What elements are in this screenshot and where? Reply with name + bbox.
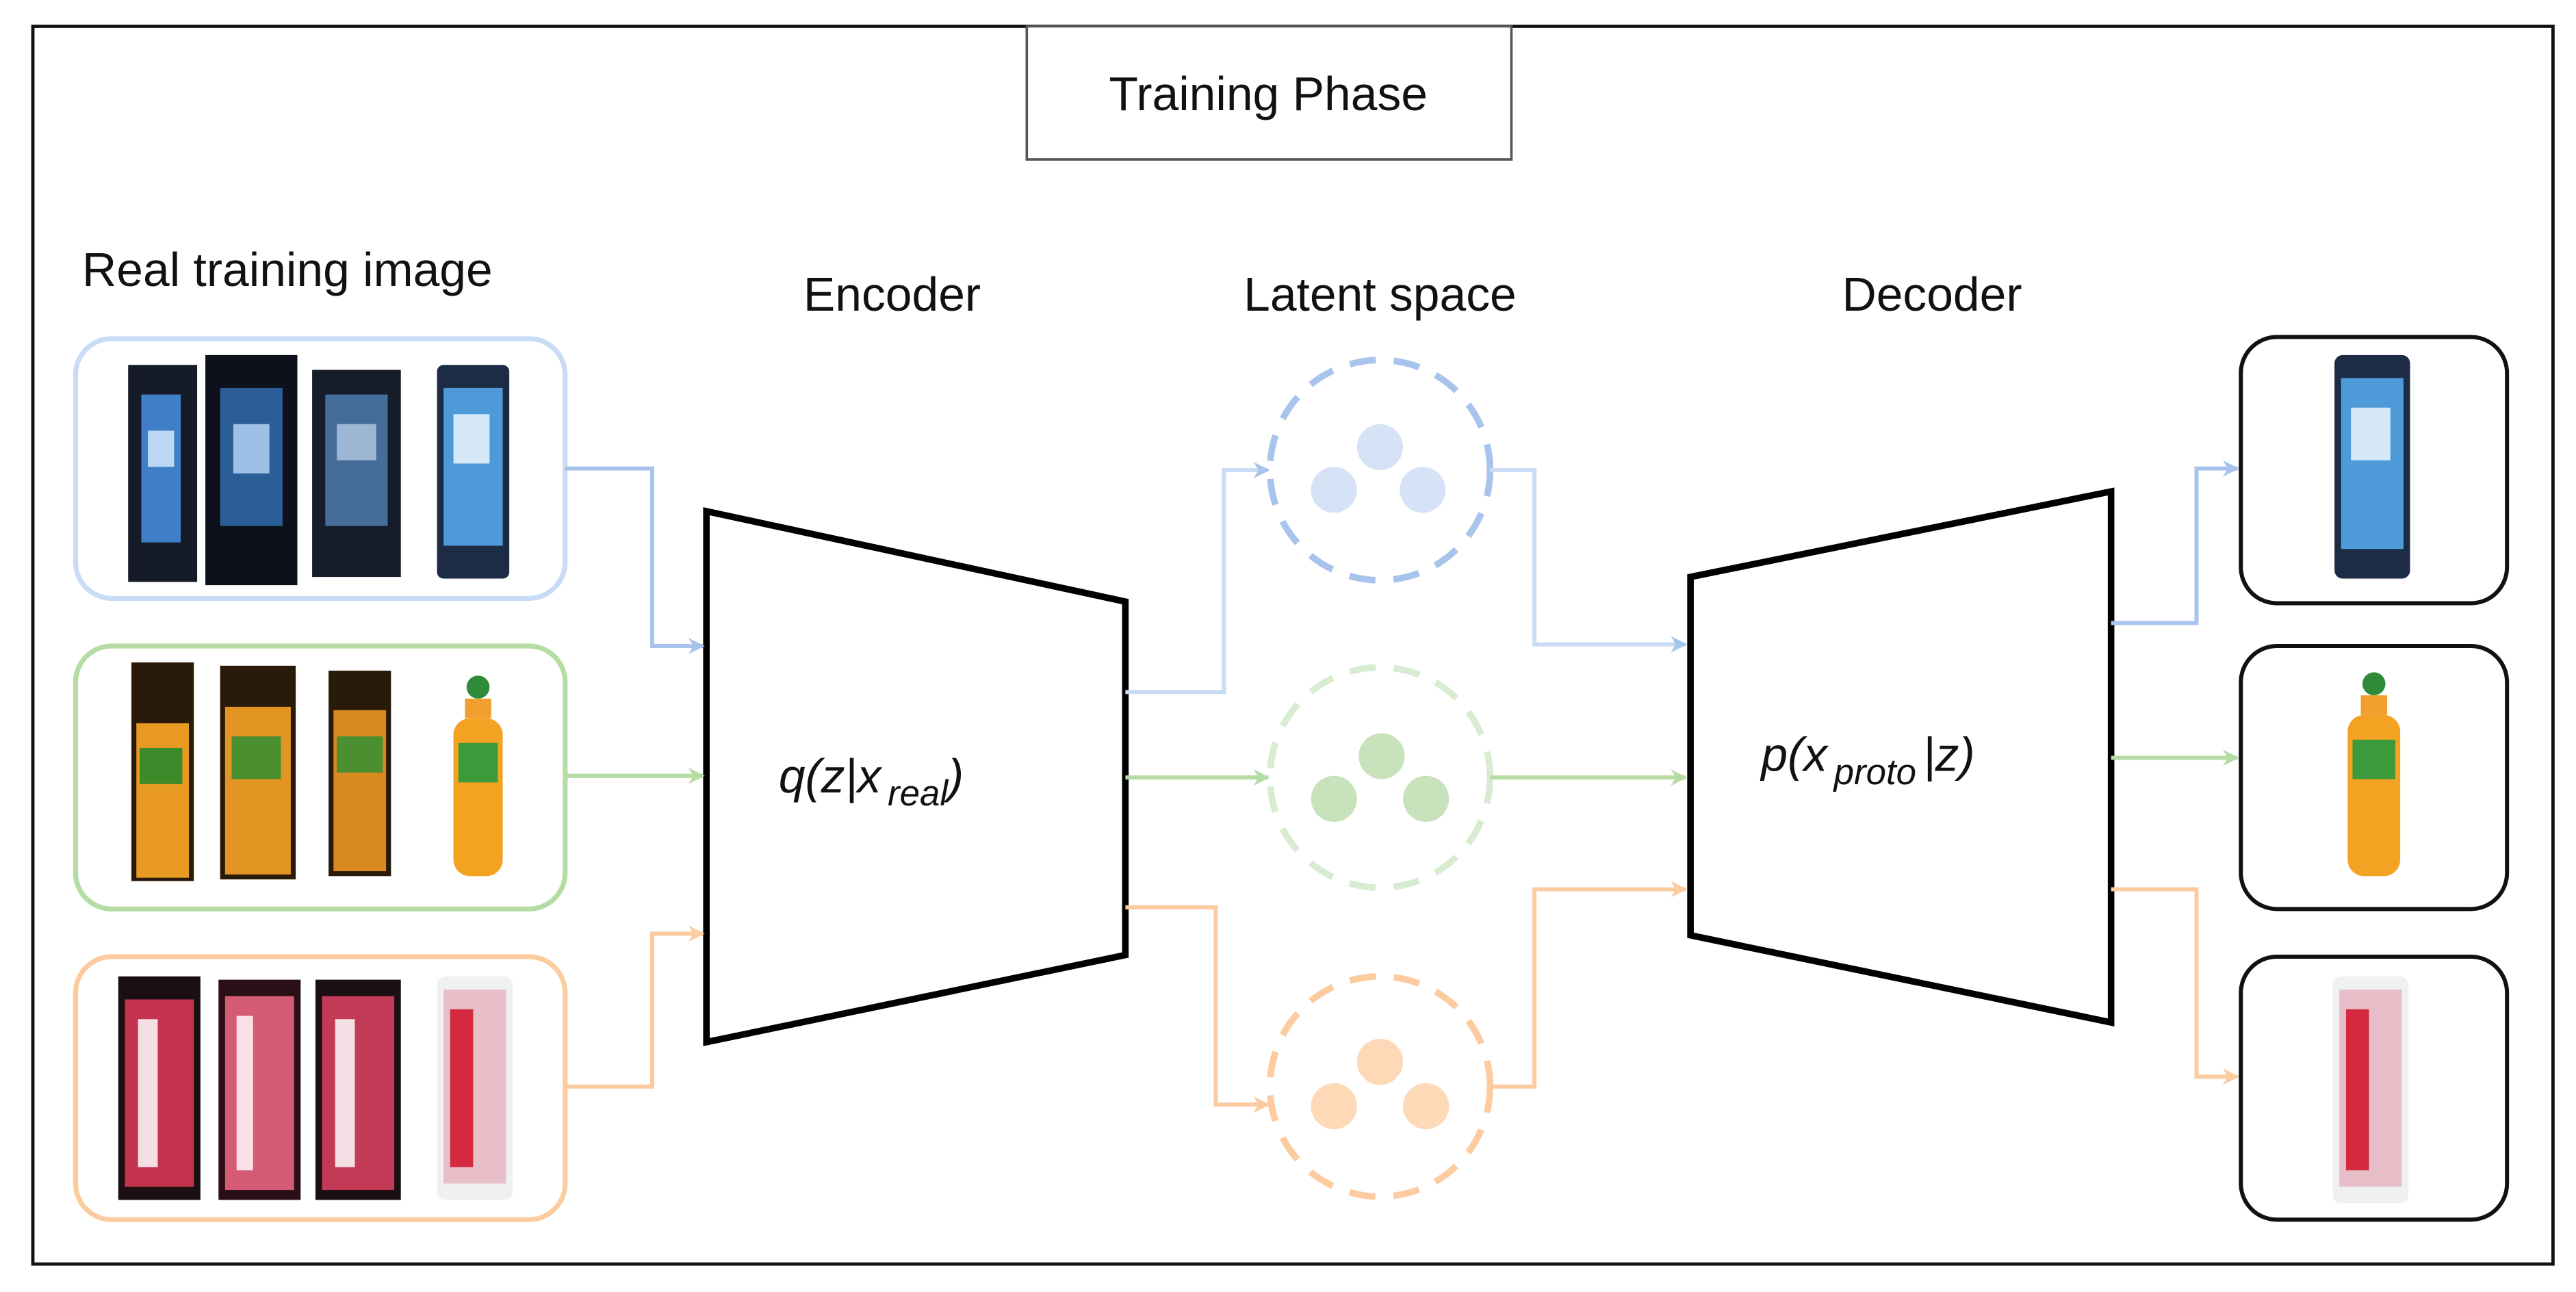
encoder-block [703,507,1129,1046]
real-images-label: Real training image [82,243,493,296]
output-level-up-can-image [2334,354,2410,579]
orange-bottle-images [131,662,503,881]
decoder-block [1687,487,2115,1026]
arrow-input-blue-to-encoder [565,466,705,655]
arrow-input-orange-to-encoder [565,925,705,1089]
arrow-decoder-to-output-blue [2111,460,2239,625]
arrow-encoder-to-latent-blue [1125,461,1270,695]
tiger-can-images [118,976,513,1200]
arrow-latent-orange-to-decoder [1490,881,1688,1089]
latent-cluster-blue [1266,357,1494,584]
arrow-latent-blue-to-decoder [1490,467,1688,653]
title-box [1025,25,1513,161]
level-up-can-images [128,354,510,586]
arrow-decoder-to-output-orange [2111,887,2239,1085]
latent-cluster-orange [1266,973,1494,1200]
encoder-label: Encoder [803,268,981,321]
output-orange-bottle-image [2347,672,2401,877]
diagram-title: Training Phase [1109,67,1428,120]
decoder-label: Decoder [1842,268,2022,321]
latent-space-label: Latent space [1244,268,1517,321]
output-tiger-can-image [2332,976,2409,1204]
arrow-encoder-to-latent-orange [1125,905,1270,1113]
latent-cluster-green [1266,664,1494,891]
